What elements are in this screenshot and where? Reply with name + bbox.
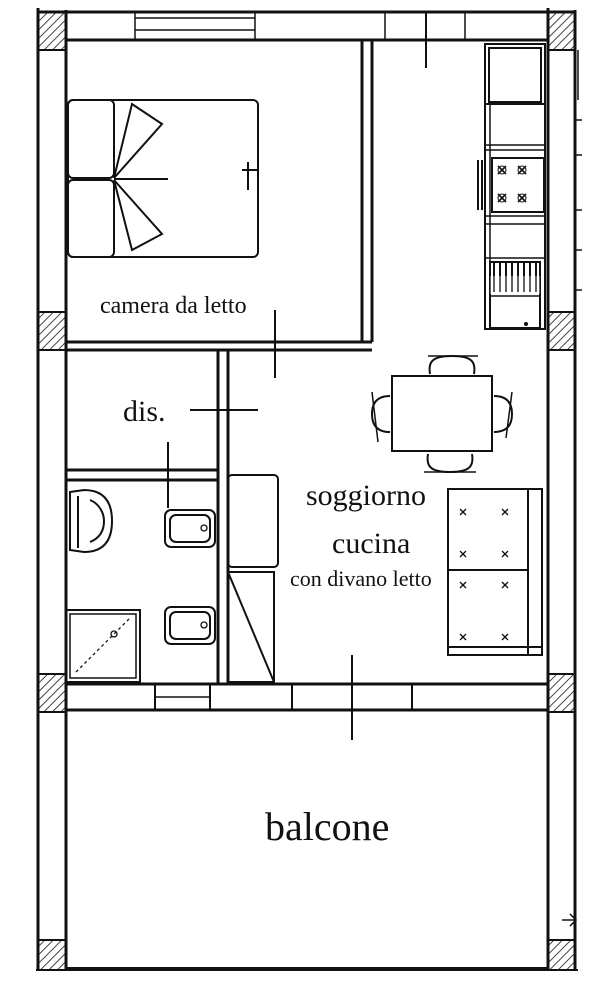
section-marks bbox=[167, 12, 427, 740]
label-balcony: balcone bbox=[265, 804, 389, 849]
label-kitchen: cucina bbox=[332, 527, 410, 560]
cabinets bbox=[227, 474, 279, 683]
sink-icon bbox=[489, 261, 541, 329]
dining-table bbox=[370, 354, 514, 474]
double-bed bbox=[67, 99, 259, 258]
cooktop-icon bbox=[477, 157, 545, 213]
window-top bbox=[134, 12, 466, 40]
structural-columns bbox=[37, 11, 576, 971]
label-sofa-bed: con divano letto bbox=[290, 566, 432, 591]
label-living: soggiorno bbox=[306, 479, 426, 512]
outer-walls bbox=[36, 8, 578, 971]
side-windows bbox=[562, 50, 582, 927]
label-bedroom: camera da letto bbox=[100, 293, 247, 319]
bathroom-fixtures bbox=[65, 479, 219, 685]
label-hallway: dis. bbox=[123, 395, 166, 428]
sofa-bed bbox=[447, 488, 543, 656]
